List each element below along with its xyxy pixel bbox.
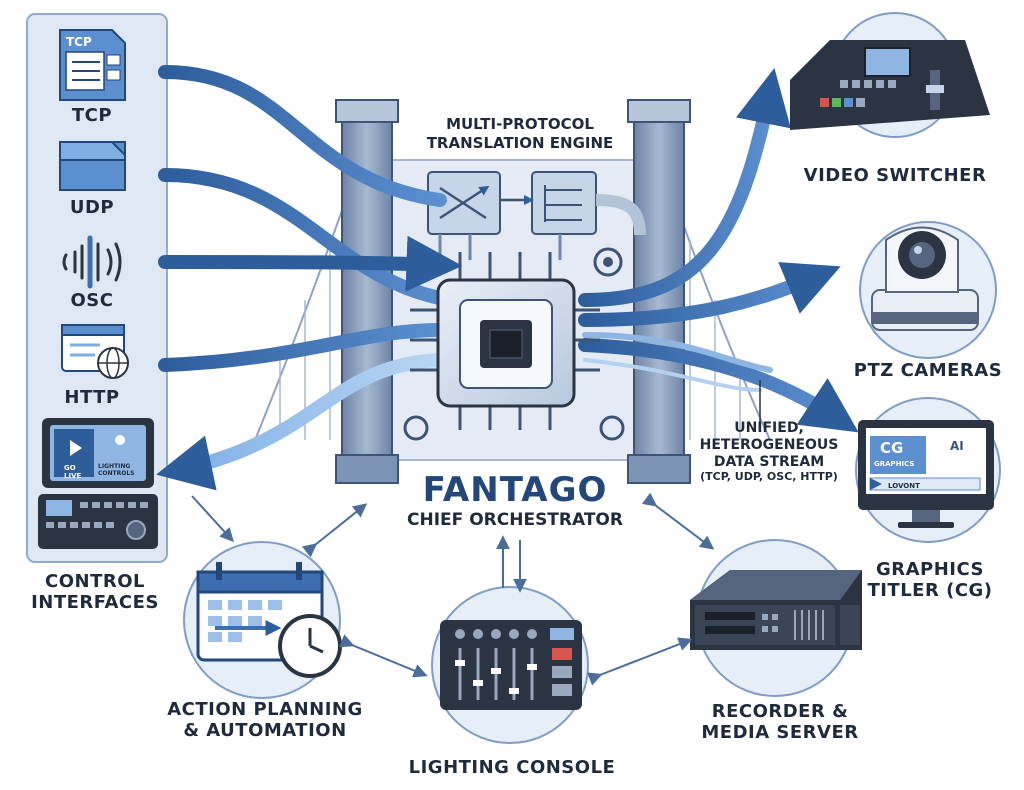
processor-chip [410, 252, 600, 430]
cg-text: CG [880, 439, 903, 457]
action-planning-label: ACTION PLANNING & AUTOMATION [167, 699, 363, 741]
orchestrator-title: FANTAGO [422, 470, 608, 510]
graphics-screen-text: GRAPHICS [874, 460, 914, 468]
engine-label: MULTI-PROTOCOL TRANSLATION ENGINE [426, 115, 614, 152]
monitor-icon: CG GRAPHICS AI LOVONT [858, 420, 994, 528]
control-interfaces-label: CONTROL INTERFACES [31, 571, 159, 613]
video-switcher-label: VIDEO SWITCHER [803, 165, 987, 186]
lighting-console-icon [440, 620, 582, 710]
ptz-cameras-label: PTZ CAMERAS [853, 360, 1003, 381]
lower-third-text: LOVONT [888, 482, 920, 490]
document-icon: TCP [59, 29, 126, 101]
video-switcher-icon [790, 40, 990, 130]
soundwave-icon [62, 235, 122, 289]
recorder-label: RECORDER & MEDIA SERVER [701, 701, 859, 743]
osc-label: OSC [70, 290, 114, 311]
data-stream-title: UNIFIED, HETEROGENEOUS DATA STREAM [699, 420, 839, 470]
folder-icon [59, 141, 126, 191]
data-stream-label: UNIFIED, HETEROGENEOUS DATA STREAM (TCP,… [684, 420, 854, 484]
lighting-console-label: LIGHTING CONSOLE [408, 757, 616, 778]
browser-globe-icon [61, 324, 129, 379]
gear-icon [403, 247, 625, 441]
ptz-camera-icon [871, 226, 979, 331]
orchestrator-subtitle: CHIEF ORCHESTRATOR [407, 510, 623, 530]
ai-text: AI [950, 439, 964, 453]
recorder-server-icon [690, 570, 862, 650]
tcp-label: TCP [71, 105, 113, 126]
mixer-panel-icon [38, 494, 158, 549]
calendar-clock-icon [196, 562, 342, 678]
data-stream-detail: (TCP, UDP, OSC, HTTP) [700, 470, 838, 484]
http-label: HTTP [64, 387, 120, 408]
connector-arrows [191, 492, 715, 686]
translation-engine-modules [427, 171, 646, 260]
udp-label: UDP [69, 197, 115, 218]
graphics-titler-label: GRAPHICS TITLER (CG) [867, 559, 993, 601]
input-flows [156, 65, 463, 491]
document-icon-text: TCP [66, 35, 92, 49]
output-flows [578, 68, 859, 433]
